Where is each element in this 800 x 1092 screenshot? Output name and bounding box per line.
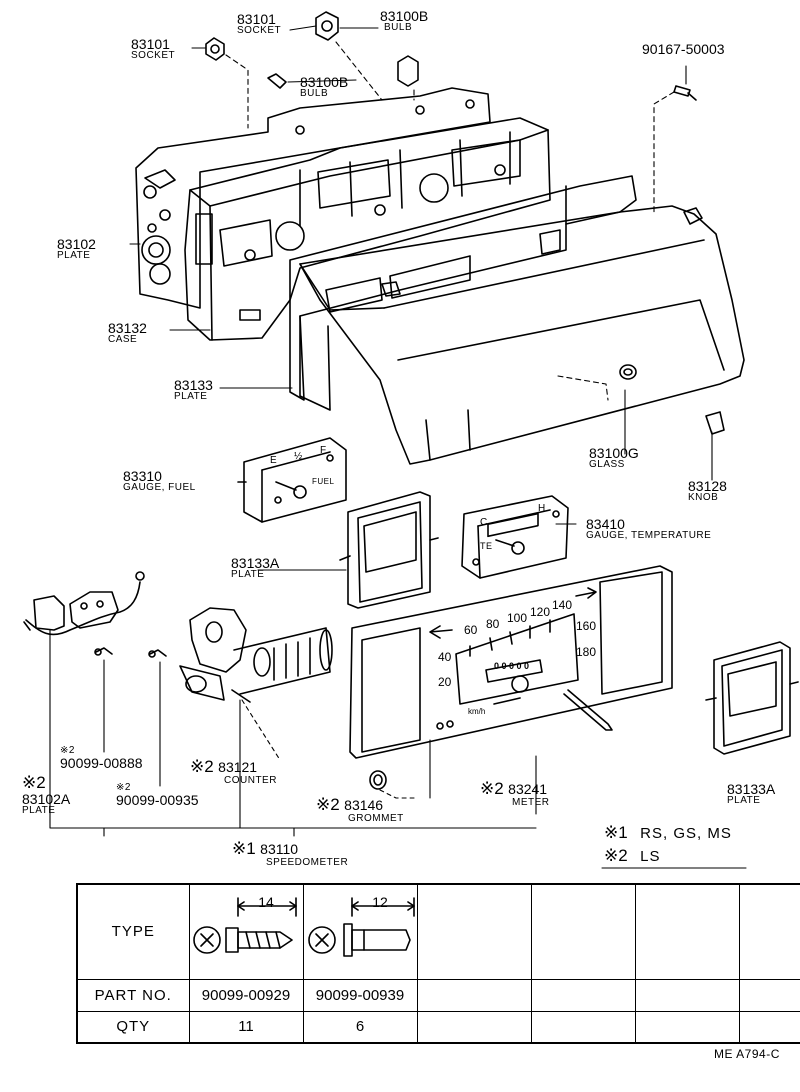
speedo-tick-180: 180 [576,645,597,659]
legend-item-2: ※2 LS [604,846,661,865]
socket-label-2: 83101 SOCKET [237,11,282,36]
row-label-type: TYPE [76,883,190,980]
empty-cell [738,978,800,1012]
speedo-tick-120: 120 [530,605,551,619]
case-label: 83132 CASE [108,320,147,345]
fuel-gauge-e: E [270,455,278,466]
counter-label: ※2 83121 COUNTER [190,757,277,786]
screw-label-935: ※2 90099-00935 [116,782,199,808]
empty-cell [416,1010,532,1044]
speedo-tick-60: 60 [464,623,478,637]
empty-cell [634,883,740,980]
temp-gauge-label: 83410 GAUGE, TEMPERATURE [586,516,712,541]
screw-label-888: ※2 90099-00888 [60,745,143,771]
glass-drawing [299,205,745,465]
glass-label: 83100G GLASS [589,445,639,470]
knob-label: 83128 KNOB [688,478,727,503]
empty-cell [416,978,532,1012]
empty-cell [634,1010,740,1044]
empty-cell [738,1010,800,1044]
wiring-plate-label: ※2 83102A PLATE [22,773,71,816]
speedo-tick-40: 40 [438,650,452,664]
case-drawing [184,117,551,341]
fuel-gauge-drawing [237,437,347,523]
fastener-table: TYPE 14 12 PART NO. 90099-00929 90099-00… [76,883,800,1044]
speedo-tick-140: 140 [552,598,573,612]
fuel-gauge-f: F [320,445,327,456]
socket-bulb-drawings [205,11,697,101]
qty-cell-2: 6 [302,1010,418,1044]
temp-gauge-c: C [480,517,488,528]
plate-label-back: 83102 PLATE [57,236,96,261]
counter-drawing [179,607,333,703]
speedometer-label: ※1 83110 SPEEDOMETER [232,839,349,868]
type-cell-2: 12 [302,883,418,980]
socket-label-1: 83101 SOCKET [131,36,176,61]
temp-gauge-word: TE [480,541,493,551]
speedo-tick-20: 20 [438,675,452,689]
temp-gauge-drawing [461,495,569,579]
plate-label-front: 83133 PLATE [174,377,213,402]
length-label-1: 14 [258,893,274,910]
bulb-label-1: 83100B BULB [380,8,429,33]
back-plate-drawing [135,87,491,309]
speedo-tick-80: 80 [486,617,500,631]
leader-lines-bottom [49,523,747,869]
part-no-cell-1: 90099-00929 [188,978,304,1012]
speedo-odometer: 0 0 0 0 0 [494,661,530,671]
speedo-unit: km/h [468,707,486,716]
meter-label: ※2 83241 METER [480,779,550,808]
length-label-2: 12 [372,893,388,910]
row-label-part-no: PART NO. [76,978,190,1012]
type-cell-1: 14 [188,883,304,980]
empty-cell [738,883,800,980]
leader-lines-top [129,25,713,481]
plate-a-right-drawing [705,641,799,755]
bulb-label-2: 83100B BULB [300,74,349,99]
small-screw-drawings [94,411,725,790]
empty-cell [530,883,636,980]
empty-cell [530,978,636,1012]
diagram-code: ME A794-C [714,1047,780,1061]
empty-cell [634,978,740,1012]
qty-cell-1: 11 [188,1010,304,1044]
plate-a-left-drawing [339,491,439,609]
wiring-plate-drawing [23,571,145,636]
speedometer-drawing [349,565,673,759]
plate-a-label-right: 83133A PLATE [727,781,776,806]
screw-label-top: 90167-50003 [642,41,725,57]
legend-item-1: ※1 RS, GS, MS [604,823,732,842]
empty-cell [416,883,532,980]
speedo-tick-100: 100 [507,611,528,625]
fuel-gauge-half: ½ [294,451,303,462]
fuel-gauge-label: 83310 GAUGE, FUEL [123,468,196,493]
grommet-label: ※2 83146 GROMMET [316,795,404,824]
front-plate-drawing [289,175,637,411]
row-label-qty: QTY [76,1010,190,1044]
plate-a-label-left: 83133A PLATE [231,555,280,580]
part-no-cell-2: 90099-00939 [302,978,418,1012]
temp-gauge-h: H [538,503,546,514]
empty-cell [530,1010,636,1044]
speedo-tick-160: 160 [576,619,597,633]
fuel-gauge-word: FUEL [312,477,335,486]
